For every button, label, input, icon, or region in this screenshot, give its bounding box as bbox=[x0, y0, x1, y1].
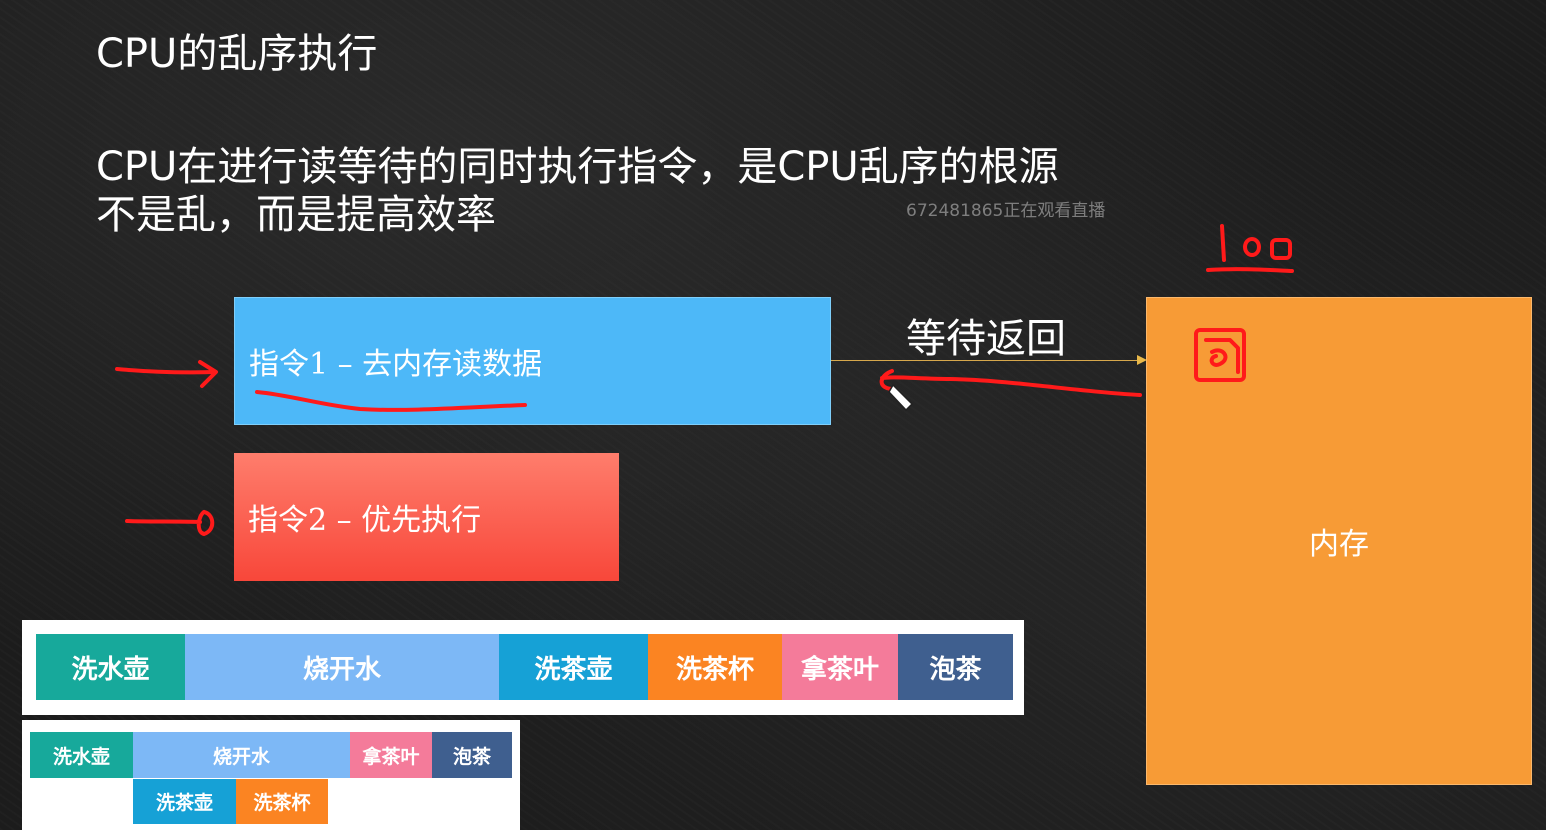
parallel-top-step: 烧开水 bbox=[133, 732, 350, 778]
subtitle-line-1: CPU在进行读等待的同时执行指令，是CPU乱序的根源 bbox=[96, 144, 1059, 190]
instruction-2-box: 指令2 – 优先执行 bbox=[234, 453, 619, 581]
sequential-step: 洗茶壶 bbox=[499, 634, 648, 700]
underline-note bbox=[1206, 267, 1294, 273]
parallel-timeline-panel: 洗水壶 烧开水 拿茶叶 泡茶 洗茶壶 洗茶杯 bbox=[22, 720, 520, 830]
memory-request-arrow-line bbox=[831, 360, 1139, 361]
note-digit-1 bbox=[1220, 224, 1226, 262]
parallel-bottom-step: 洗茶壶 bbox=[133, 779, 236, 824]
parallel-top-step: 洗水壶 bbox=[30, 732, 133, 778]
return-arrow-mark bbox=[879, 369, 1142, 397]
sequential-step: 洗茶杯 bbox=[648, 634, 782, 700]
arrow-mark-instruction-1 bbox=[115, 360, 218, 388]
instruction-1-box: 指令1 – 去内存读数据 bbox=[234, 297, 831, 425]
memory-label: 内存 bbox=[1309, 527, 1369, 562]
cursor-pointer-icon bbox=[888, 383, 914, 412]
viewer-watermark: 672481865正在观看直播 bbox=[906, 201, 1106, 221]
sequential-step: 拿茶叶 bbox=[782, 634, 898, 700]
wait-return-label: 等待返回 bbox=[906, 316, 1066, 362]
slide-title: CPU的乱序执行 bbox=[96, 31, 378, 77]
sequential-step: 烧开水 bbox=[185, 634, 499, 700]
slide-subtitle: CPU在进行读等待的同时执行指令，是CPU乱序的根源 不是乱，而是提高效率 bbox=[96, 143, 1059, 239]
note-digit-0-second bbox=[1270, 238, 1292, 260]
arrow-mark-instruction-2 bbox=[125, 510, 215, 536]
instruction-2-label: 指令2 – 优先执行 bbox=[248, 503, 482, 538]
sequential-timeline-panel: 洗水壶 烧开水 洗茶壶 洗茶杯 拿茶叶 泡茶 bbox=[22, 620, 1024, 715]
sequential-step: 泡茶 bbox=[898, 634, 1013, 700]
memory-request-arrow-head bbox=[1137, 355, 1147, 365]
note-digit-0-first bbox=[1243, 237, 1261, 257]
subtitle-line-2: 不是乱，而是提高效率 bbox=[96, 192, 496, 238]
sequential-step: 洗水壶 bbox=[36, 634, 185, 700]
parallel-top-step: 泡茶 bbox=[432, 732, 512, 778]
instruction-1-label: 指令1 – 去内存读数据 bbox=[249, 347, 543, 382]
parallel-bottom-step: 洗茶杯 bbox=[236, 779, 328, 824]
memory-block: 内存 bbox=[1146, 297, 1532, 785]
parallel-top-step: 拿茶叶 bbox=[350, 732, 432, 778]
